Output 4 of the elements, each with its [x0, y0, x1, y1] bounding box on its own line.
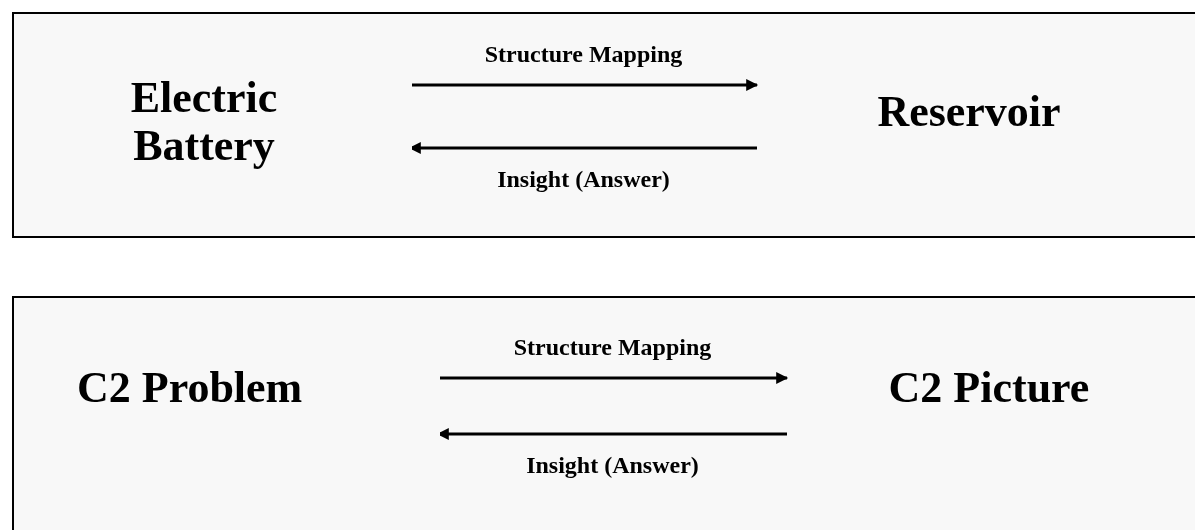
arrow [410, 79, 759, 91]
panel-box [12, 12, 1195, 238]
arrow [438, 372, 789, 384]
panel-box [12, 296, 1195, 530]
